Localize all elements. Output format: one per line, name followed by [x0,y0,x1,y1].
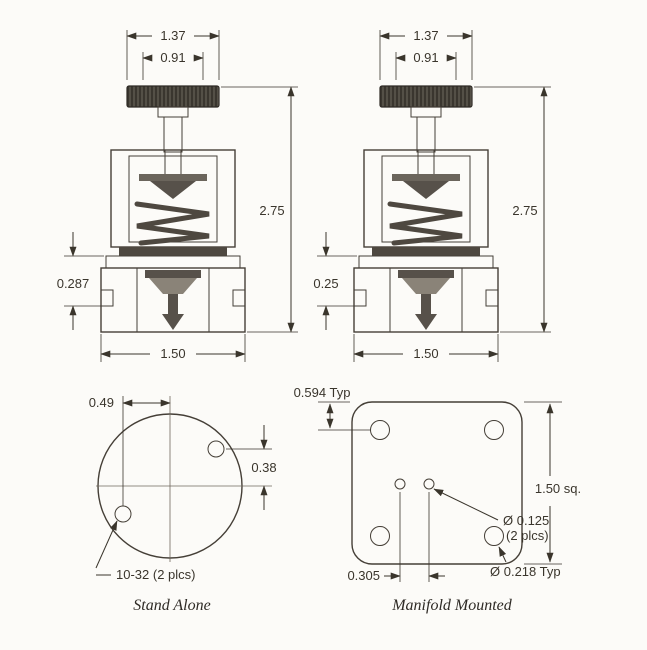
dim-knob-outer-width-left: 1.37 [160,28,185,43]
dim-hole-offset-vertical: 0.38 [251,460,276,475]
dim-knob-inner-width-right: 0.91 [413,50,438,65]
mount-hole-bottom-left [370,526,390,546]
mount-hole-lower [114,505,132,523]
dimensions-stand-alone-section: 1.37 0.91 2.75 0.287 1.50 [57,28,298,362]
dim-hole-edge-offset: 0.594 Typ [294,385,351,400]
stand-alone-cross-section: 1.37 0.91 2.75 0.287 1.50 [57,28,298,362]
mount-hole-diameter-callout: Ø 0.218 Typ [490,564,561,579]
dimensions-manifold-section: 1.37 0.91 2.75 0.25 1.50 [313,28,551,362]
dim-flange-size: 1.50 sq. [535,481,581,496]
dim-hole-offset-horizontal: 0.49 [89,395,114,410]
caption-manifold-mounted: Manifold Mounted [391,597,513,614]
mount-hole-upper [207,440,225,458]
dim-port-height-left: 0.287 [57,276,90,291]
dim-port-spacing: 0.305 [347,568,380,583]
dimensions-manifold-bottom: 0.594 Typ 1.50 sq. Ø 0.125 (2 plcs) Ø 0.… [294,385,582,583]
port-hole-right [423,478,435,490]
dim-port-height-right: 0.25 [313,276,338,291]
mount-hole-top-right [484,420,504,440]
mount-hole-top-left [370,420,390,440]
dim-base-width-right: 1.50 [413,346,438,361]
dimensions-stand-alone-bottom: 0.49 0.38 10-32 (2 plcs) [89,395,277,582]
manifold-cross-section: 1.37 0.91 2.75 0.25 1.50 [313,28,551,362]
valve-cross-section-manifold [354,86,498,332]
manifold-flange-outline [351,401,523,565]
dim-base-width-left: 1.50 [160,346,185,361]
dim-knob-inner-width-left: 0.91 [160,50,185,65]
dim-overall-height-left: 2.75 [259,203,284,218]
port-hole-left [394,478,406,490]
dim-knob-outer-width-right: 1.37 [413,28,438,43]
port-diameter-qty: (2 plcs) [506,528,549,543]
thread-callout: 10-32 (2 plcs) [116,567,195,582]
mount-hole-bottom-right [484,526,504,546]
valve-cross-section-stand-alone [101,86,245,332]
manifold-bottom-view: 0.594 Typ 1.50 sq. Ø 0.125 (2 plcs) Ø 0.… [294,385,582,614]
dim-overall-height-right: 2.75 [512,203,537,218]
caption-stand-alone: Stand Alone [133,597,210,614]
stand-alone-bottom-view: 0.49 0.38 10-32 (2 plcs) Stand Alone [89,395,277,614]
port-diameter-callout: Ø 0.125 [503,513,549,528]
